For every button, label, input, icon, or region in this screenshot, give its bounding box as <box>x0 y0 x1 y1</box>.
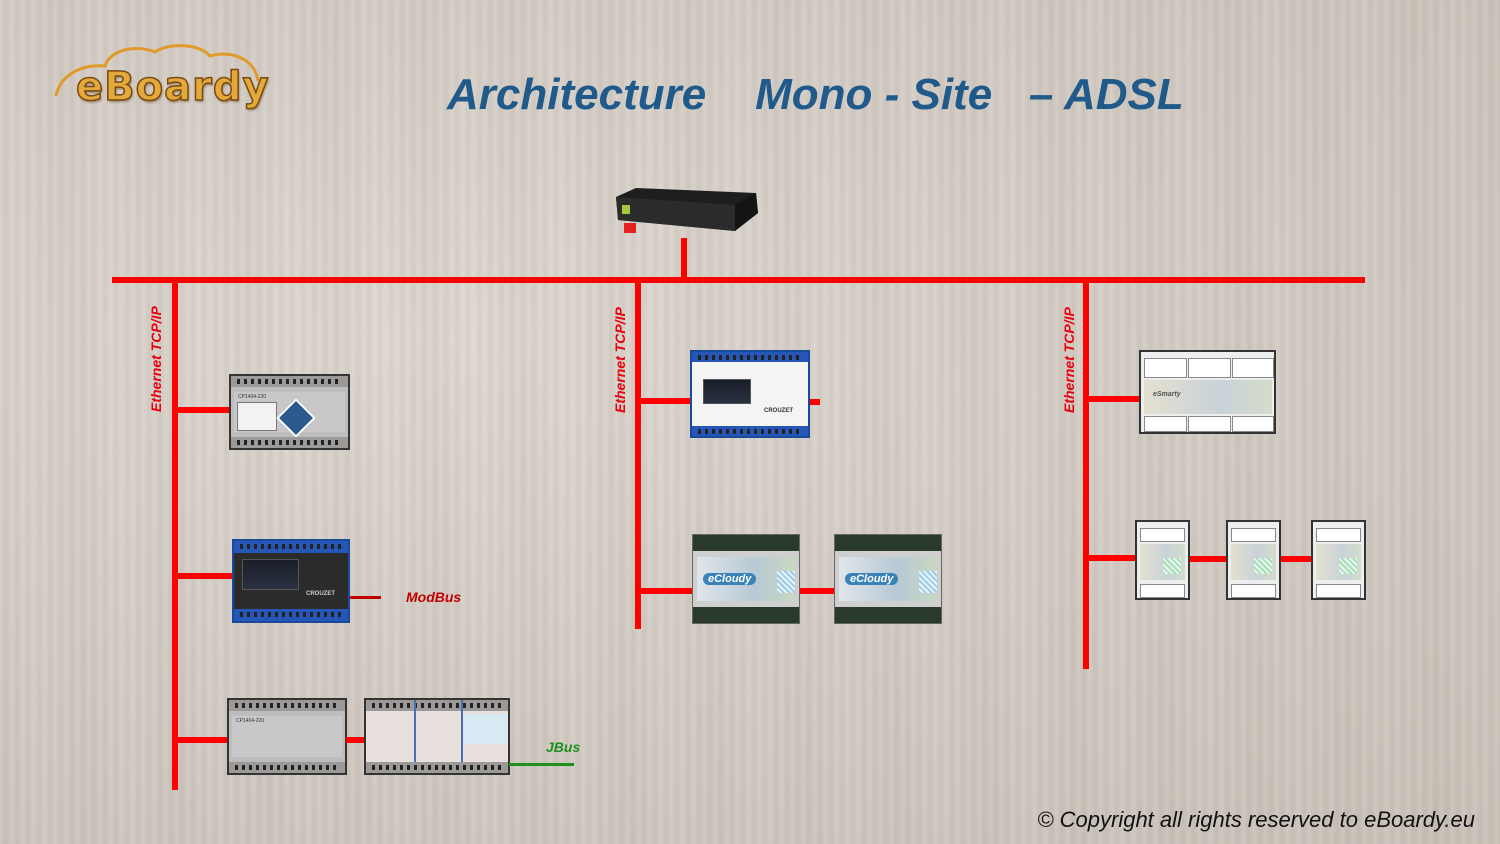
page-title: Architecture Mono - Site – ADSL <box>447 70 1184 120</box>
terminal-strip <box>229 762 345 773</box>
energy-meter-1[interactable] <box>1135 520 1190 600</box>
device-model-label: CP1404-220 <box>238 394 267 400</box>
qr-code-icon <box>1339 558 1357 574</box>
terminal-strip <box>693 607 799 623</box>
device-brand: CROUZET <box>306 591 335 597</box>
esmarty-module[interactable]: eSmarty <box>1139 350 1276 434</box>
energy-meter-2[interactable] <box>1226 520 1281 600</box>
meter-link-2 <box>1281 556 1313 562</box>
energy-meter-3[interactable] <box>1311 520 1366 600</box>
branch-2-stub <box>808 399 820 405</box>
modbus-label: ModBus <box>406 589 462 605</box>
terminal-strip <box>692 352 808 362</box>
module-divider <box>461 700 463 773</box>
cover-slot <box>1144 416 1187 432</box>
title-part-adsl: – ADSL <box>1028 70 1184 119</box>
terminal-strip <box>835 535 941 551</box>
terminal-strip <box>231 437 348 448</box>
branch-1-label: Ethernet TCP/IP <box>148 306 164 412</box>
modbus-line <box>350 596 381 599</box>
esmarty-logo: eSmarty <box>1153 391 1181 398</box>
branch-3-label: Ethernet TCP/IP <box>1061 307 1077 413</box>
qr-code-icon <box>1254 558 1272 574</box>
device-panel <box>1144 380 1272 414</box>
device-panel <box>1316 544 1361 580</box>
controller-cp1404-2[interactable]: CP1404-220 <box>227 698 347 775</box>
qr-code-icon <box>919 571 937 593</box>
keypad-icon <box>276 398 316 438</box>
module-divider <box>414 700 416 773</box>
branch-2-label: Ethernet TCP/IP <box>612 307 628 413</box>
adsl-router <box>610 185 762 240</box>
io-extension-modules[interactable] <box>364 698 510 775</box>
cover-slot <box>1232 416 1274 432</box>
cover-slot <box>1231 528 1276 542</box>
terminal-strip <box>692 426 808 436</box>
controller-crouzet-white[interactable]: CROUZET <box>690 350 810 438</box>
ethernet-main-bus <box>112 277 1365 283</box>
device-panel <box>1231 544 1276 580</box>
com-module-panel <box>463 714 508 744</box>
device-panel <box>1140 544 1185 580</box>
terminal-strip <box>693 535 799 551</box>
logo-text: eBoardy <box>75 63 270 111</box>
qr-code-icon <box>777 571 795 593</box>
terminal-strip <box>234 609 348 621</box>
device-panel: CP1404-220 <box>232 716 342 757</box>
meter-link-1 <box>1190 556 1228 562</box>
title-part-mono-site: Mono - Site <box>755 70 993 119</box>
ecloudy-link <box>800 588 836 594</box>
terminal-strip <box>366 700 508 711</box>
branch-1-link-3 <box>175 737 230 743</box>
cover-slot <box>1188 358 1231 378</box>
branch-2-vertical-bus <box>635 280 641 629</box>
qr-code-icon <box>1163 558 1181 574</box>
extension-link <box>346 737 366 743</box>
device-brand: CROUZET <box>764 408 793 414</box>
ecloudy-module-2[interactable]: eCloudy <box>834 534 942 624</box>
terminal-strip <box>234 541 348 553</box>
cover-slot <box>1188 416 1231 432</box>
router-uplink <box>681 238 687 280</box>
ecloudy-logo: eCloudy <box>845 573 899 585</box>
router-icon <box>616 188 758 233</box>
jbus-line <box>509 763 574 766</box>
ecloudy-module-1[interactable]: eCloudy <box>692 534 800 624</box>
terminal-strip <box>229 700 345 711</box>
cloud-outline-icon <box>54 44 260 97</box>
branch-2-link-1 <box>638 398 692 404</box>
cover-slot <box>1316 584 1361 598</box>
branch-3-link-2 <box>1086 555 1138 561</box>
device-screen <box>703 379 751 404</box>
jbus-label: JBus <box>546 739 581 755</box>
controller-cp1404[interactable]: CP1404-220 <box>229 374 350 450</box>
terminal-strip <box>835 607 941 623</box>
cover-slot <box>1231 584 1276 598</box>
device-lcd <box>237 402 277 431</box>
ecloudy-logo: eCloudy <box>703 573 757 585</box>
cover-slot <box>1140 528 1185 542</box>
cover-slot <box>1232 358 1274 378</box>
branch-1-vertical-bus <box>172 280 178 790</box>
branch-1-link-2 <box>175 573 235 579</box>
device-model-label: CP1404-220 <box>236 718 265 724</box>
branch-3-link-1 <box>1086 396 1140 402</box>
branch-1-link-1 <box>175 407 231 413</box>
terminal-strip <box>231 376 348 387</box>
device-panel: CP1404-220 <box>234 392 345 438</box>
device-screen <box>242 559 299 590</box>
terminal-strip <box>366 762 508 773</box>
eboardy-logo: eBoardy <box>50 36 269 116</box>
cover-slot <box>1316 528 1361 542</box>
branch-3-vertical-bus <box>1083 280 1089 669</box>
cover-slot <box>1140 584 1185 598</box>
controller-crouzet-blue[interactable]: CROUZET <box>232 539 350 623</box>
copyright-notice: © Copyright all rights reserved to eBoar… <box>1037 807 1475 832</box>
branch-2-link-2 <box>638 588 694 594</box>
cover-slot <box>1144 358 1187 378</box>
title-part-architecture: Architecture <box>447 70 707 119</box>
